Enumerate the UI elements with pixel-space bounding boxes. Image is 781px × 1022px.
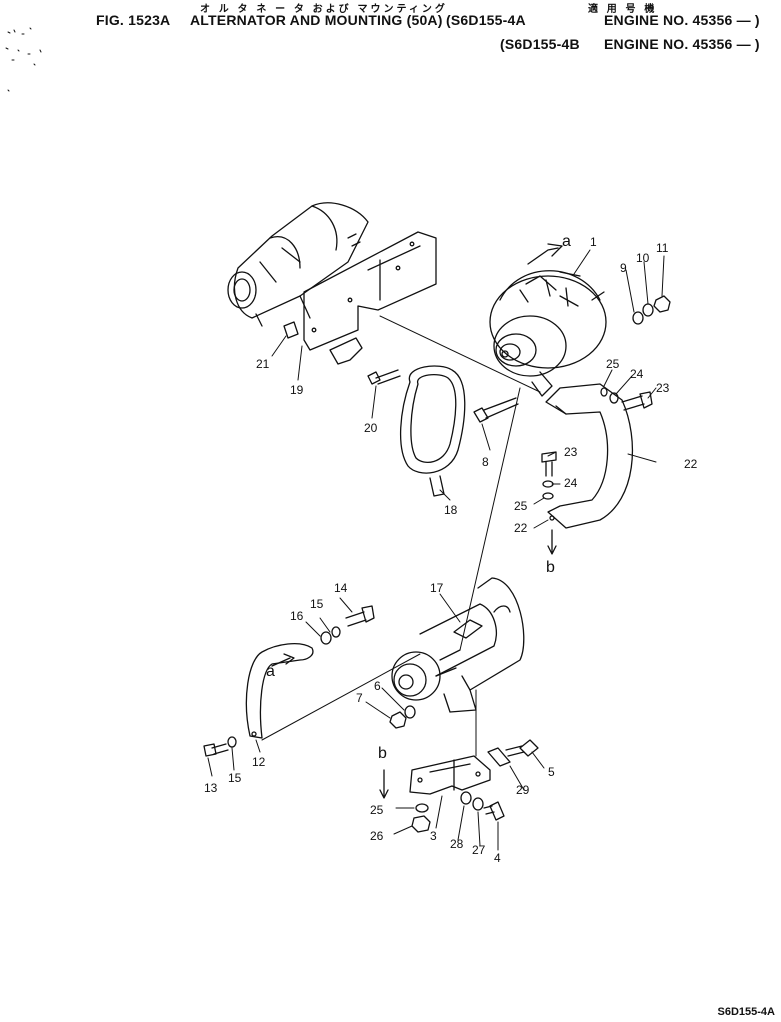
callout-6: 6 [374,679,381,693]
assembly-line-bracket [379,315,541,393]
washer-15-lower [227,736,237,748]
figure-title: ALTERNATOR AND MOUNTING (50A) [190,12,443,28]
ref-a-bottom: a [266,663,275,680]
callout-21: 21 [256,357,270,371]
bolt-20 [367,369,401,385]
washer-6 [404,705,416,719]
nut-7 [389,711,407,729]
bolt-13 [203,743,229,757]
callout-25-lower: 25 [514,499,528,513]
ref-a-top: a [562,233,571,250]
scan-specks [5,27,42,92]
washer-16 [320,631,332,645]
assembly-line-pulley [459,387,521,651]
washer-25-bottom [415,803,429,813]
callout-9: 9 [620,261,627,275]
callout-19: 19 [290,383,304,397]
callout-8: 8 [482,455,489,469]
callout-15-upper: 15 [310,597,324,611]
reference-arrow-b-top [547,529,557,555]
reference-arrow-b-bottom [379,769,389,799]
drawing-code: S6D155-4A [717,1006,775,1018]
callout-22-lower: 22 [514,521,528,535]
spacer [283,321,299,339]
tension-pulley-assembly [391,577,525,713]
bolt-8 [473,397,519,423]
callout-10: 10 [636,251,650,265]
v-belt [399,365,466,497]
washer-27 [472,797,484,811]
ref-b-top: b [546,559,555,576]
leader-lines [207,249,665,851]
callout-labels: 1 9 10 11 25 24 23 22 23 24 25 22 8 18 2… [204,233,698,865]
japanese-title: オ ル タ ネ ー タ および マウンティング [200,4,448,15]
callout-22-right: 22 [684,457,698,471]
callout-11: 11 [656,241,669,255]
reference-arrow-a-top [527,243,563,265]
callout-23-lower: 23 [564,445,578,459]
callout-1: 1 [590,235,597,249]
bolt-23-lower [541,451,557,477]
callout-4: 4 [494,851,501,865]
callout-28: 28 [450,837,464,851]
model-a: (S6D155-4A [446,12,526,28]
lock-plate [329,337,363,365]
callout-25-bottom: 25 [370,803,384,817]
callout-5: 5 [548,765,555,779]
alternator-bracket [303,231,437,351]
callout-26: 26 [370,829,384,843]
callout-13: 13 [204,781,218,795]
washer-25-upper [600,387,608,397]
bolt-5 [505,739,539,757]
callout-23-upper: 23 [656,381,670,395]
model-b: (S6D155-4B [500,36,580,52]
callout-24-upper: 24 [630,367,644,381]
japanese-applicable-label: 適 用 号 機 [588,4,658,15]
nut-11 [653,295,671,313]
callout-20: 20 [364,421,378,435]
callout-16: 16 [290,609,304,623]
washer-28 [460,791,472,805]
reference-arrow-a-bottom [271,653,295,667]
callout-27: 27 [472,843,486,857]
engine-number-a: ENGINE NO. 45356 — ) [604,12,760,28]
callout-7: 7 [356,691,363,705]
figure-number: FIG. 1523A [96,12,171,28]
washer-9 [632,311,644,325]
callout-25-upper: 25 [606,357,620,371]
engine-number-b: ENGINE NO. 45356 — ) [604,36,760,52]
assembly-line-arm [261,653,421,741]
nut-26 [411,815,431,833]
adjusting-arm [545,383,634,529]
callout-18: 18 [444,503,458,517]
callout-3: 3 [430,829,437,843]
alternator [489,270,607,397]
pulley-bracket [409,755,491,795]
pulley-arm [245,642,314,739]
bolt-14 [345,605,375,627]
callout-14: 14 [334,581,348,595]
ref-b-bottom: b [378,745,387,762]
callout-17: 17 [430,581,444,595]
callout-12: 12 [252,755,266,769]
washer-10 [642,303,654,317]
washer-24-upper [609,392,619,404]
washer-15-upper [331,626,341,638]
starter-housing [227,202,369,327]
plate-29 [487,747,511,767]
callout-29: 29 [516,783,530,797]
callout-15-lower: 15 [228,771,242,785]
callout-24-lower: 24 [564,476,578,490]
washer-25-lower [542,492,554,500]
bolt-4 [483,801,505,821]
bolt-23-upper [621,391,653,411]
